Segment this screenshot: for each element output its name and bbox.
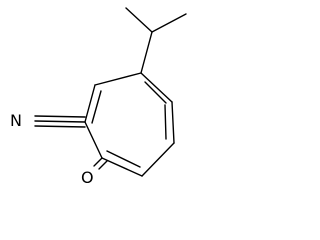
bond-nitrile-3 [34,125,86,128]
bond-ring-c1-c7-double [144,81,167,104]
bond-carbonyl-2 [98,160,108,170]
bond-nitrile-2 [34,115,86,118]
oxygen-label: O [81,168,94,187]
bond-ring-c7-c1 [140,72,173,103]
bond-ring-c6-c7-double [164,104,167,140]
bond-ring-c2-c3 [84,84,96,123]
bond-carbonyl-1 [93,157,103,167]
bond-ring-c2-c3-double [91,90,102,124]
structure-canvas: N O [0,0,194,191]
bond-ring-c4-c5 [101,157,143,177]
bond-isopropyl-right [151,13,187,33]
bond-ring-c6-c7 [171,101,175,144]
molecule-diagram: N O [10,7,187,187]
bond-ring-c4-c5-double [106,150,141,168]
bond-nitrile-1 [34,120,86,123]
nitrogen-label: N [10,111,22,130]
bond-ring-c3-c4 [84,121,103,159]
bond-ring-c5-c6 [141,142,175,177]
bond-ring-c1-c2 [94,72,142,86]
bond-isopropyl-left [125,7,153,33]
bond-isopropyl-ring [140,31,153,74]
